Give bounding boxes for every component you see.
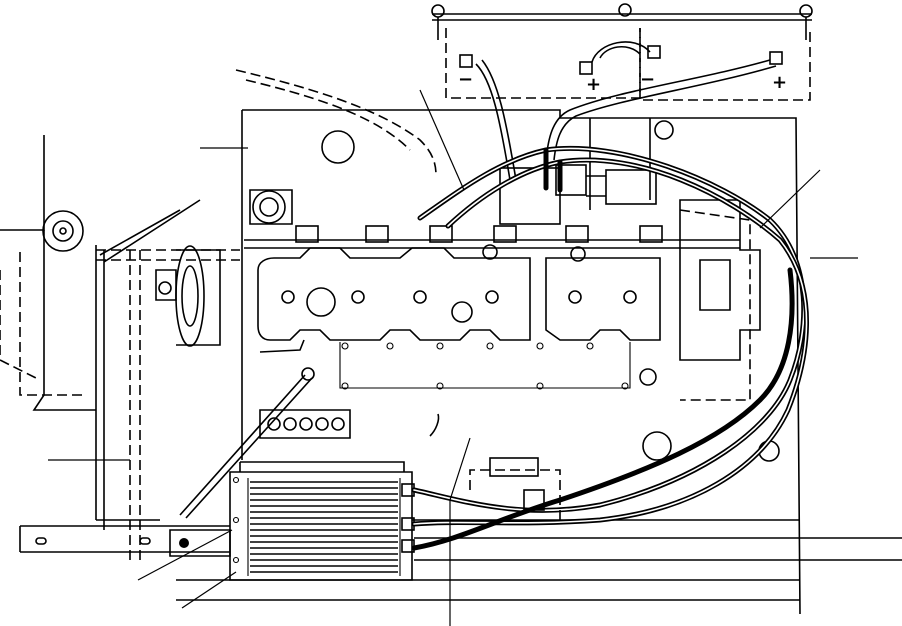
starter-motor (499, 164, 657, 225)
battery-hold-down-bar (431, 3, 813, 40)
battery-jumper-cable (591, 41, 651, 63)
battery-left-positive-label: + (586, 74, 601, 95)
fan-pulley (175, 189, 293, 347)
leader-battery-cable (419, 89, 465, 191)
rocker-cover (244, 239, 740, 341)
battery-left-negative-label: − (458, 69, 473, 90)
leader-controller-cable (449, 437, 471, 626)
battery-right-positive-label: + (772, 72, 787, 93)
leader-controller (181, 571, 237, 609)
leader-rail (137, 529, 233, 581)
radiator (0, 135, 240, 560)
battery-right: − + (639, 28, 811, 101)
engine-frame (235, 69, 801, 615)
main-power-cables (411, 145, 809, 551)
battery-left: − + (445, 28, 641, 99)
heatsink-fins (250, 481, 398, 573)
controller-box[interactable] (229, 461, 415, 581)
leader-main-cable-right (759, 169, 821, 229)
secondary-wiring (429, 413, 561, 520)
battery-right-negative-label: − (640, 69, 655, 90)
leader-lines (48, 89, 858, 626)
injector-line-row (295, 225, 663, 262)
mounting-rails (19, 519, 902, 601)
oil-pan (339, 342, 657, 390)
throttle-linkage (179, 339, 351, 519)
